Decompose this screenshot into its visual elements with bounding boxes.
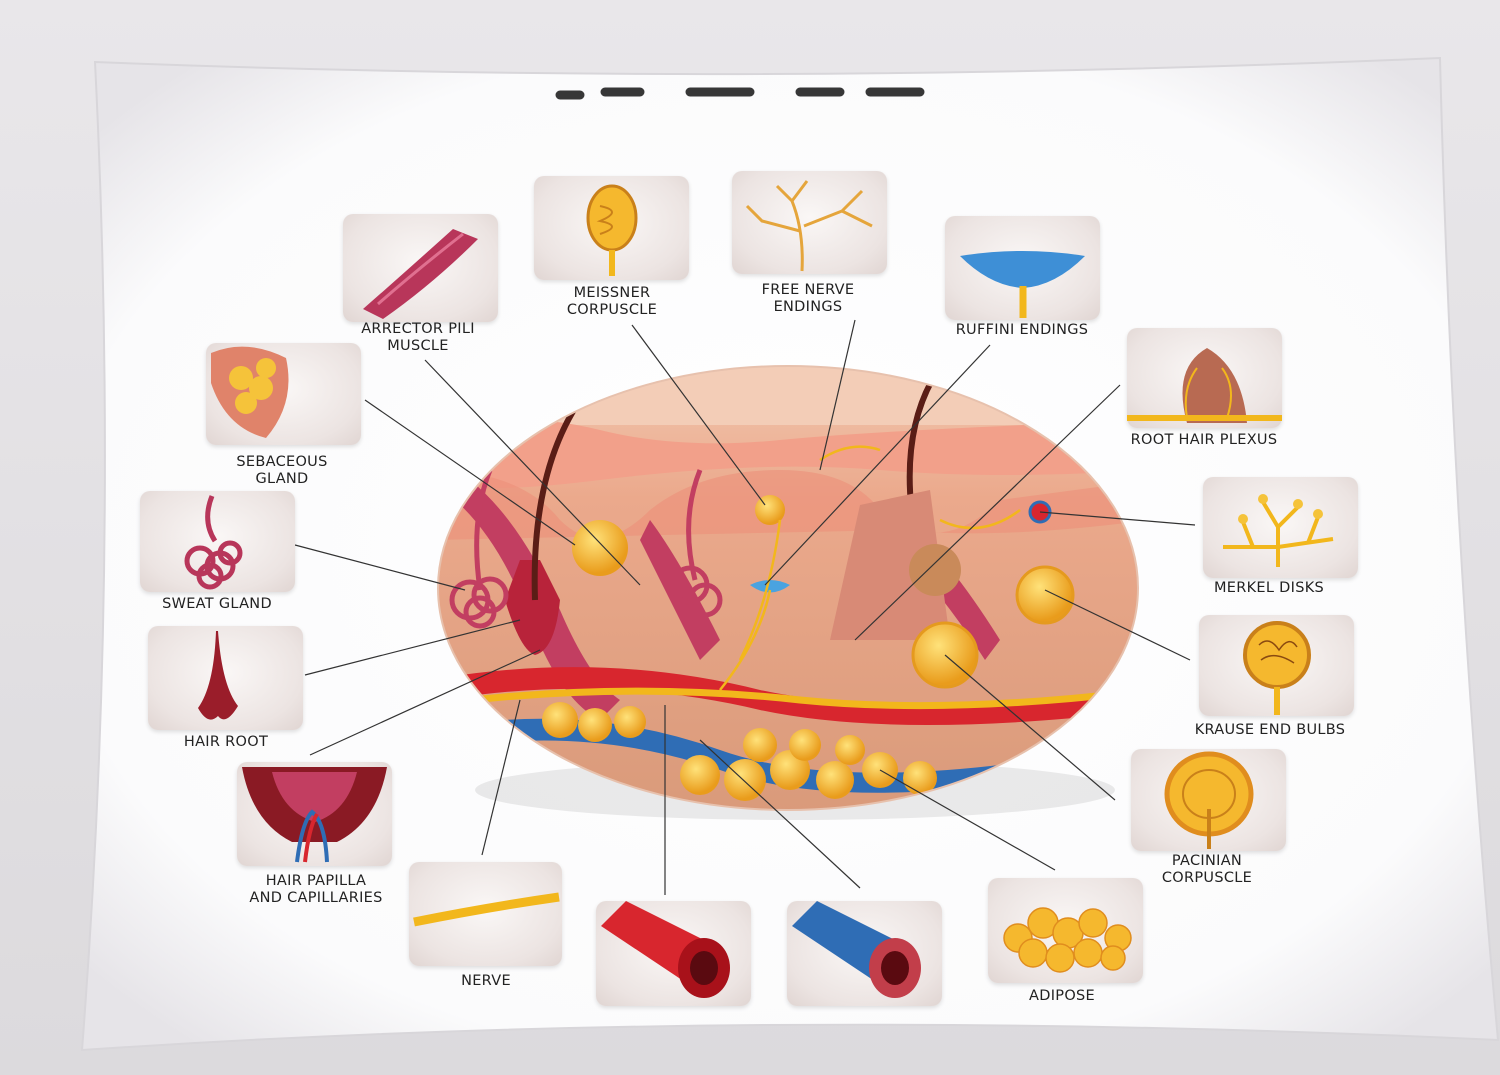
tile-ruffini <box>945 216 1100 320</box>
pacinian-icon <box>1164 751 1254 849</box>
tile-adipose <box>988 878 1143 983</box>
tile-sebaceous <box>206 343 361 445</box>
tile-arrector-pili <box>343 214 498 322</box>
tile-meissner <box>534 176 689 280</box>
nerve-ending-icon <box>745 180 873 272</box>
label-root-hair-plexus: ROOT HAIR PLEXUS <box>1130 432 1278 448</box>
hair-root-icon <box>198 631 238 720</box>
papilla-icon <box>242 767 387 863</box>
label-adipose: ADIPOSE <box>1029 988 1095 1004</box>
artery-icon <box>601 901 730 998</box>
tile-hair-root <box>148 626 303 730</box>
muscle-icon <box>363 229 478 319</box>
label-ruffini: RUFFINI ENDINGS <box>955 322 1089 338</box>
hair-plexus-icon <box>1127 348 1282 423</box>
label-nerve: NERVE <box>461 973 511 989</box>
merkel-icon <box>1223 494 1334 567</box>
tile-nerve <box>409 862 562 966</box>
tile-pacinian <box>1131 749 1286 851</box>
corpuscle-icon <box>586 184 638 276</box>
label-sweat-gland: SWEAT GLAND <box>162 596 272 612</box>
krause-icon <box>1243 621 1311 715</box>
label-merkel: MERKEL DISKS <box>1213 580 1325 596</box>
fat-cells-icon <box>1003 907 1132 973</box>
gland-icon <box>211 346 289 438</box>
tile-hair-papilla <box>237 762 392 866</box>
tile-krause <box>1199 615 1354 716</box>
tile-free-nerve <box>732 171 887 274</box>
tile-merkel <box>1203 477 1358 578</box>
sweat-gland-icon <box>184 495 243 590</box>
ruffini-icon <box>960 251 1085 318</box>
vein-icon <box>792 901 921 998</box>
tile-sweat-gland <box>140 491 295 592</box>
label-krause: KRAUSE END BULBS <box>1194 722 1346 738</box>
tile-artery <box>596 901 751 1006</box>
tile-root-hair-plexus <box>1127 328 1282 428</box>
label-hair-root: HAIR ROOT <box>183 734 269 750</box>
nerve-fiber-icon <box>413 892 560 927</box>
tile-vein <box>787 901 942 1006</box>
